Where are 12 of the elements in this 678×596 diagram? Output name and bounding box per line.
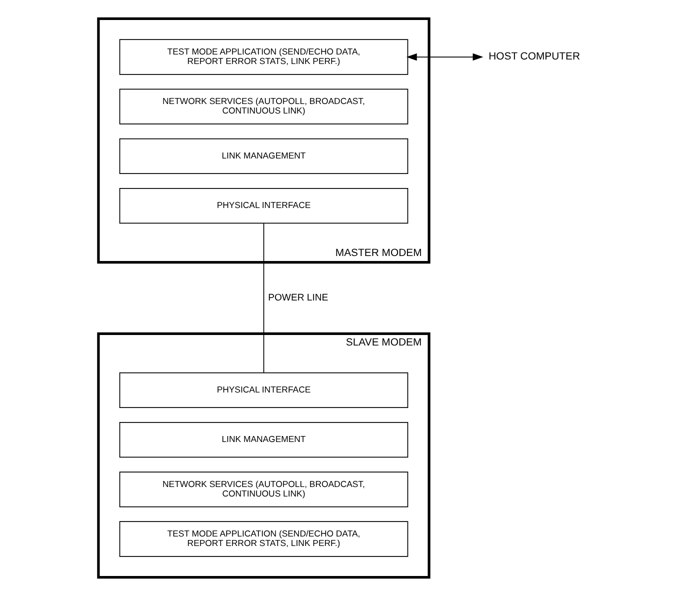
connector [263,223,264,373]
node-box: PHYSICAL INTERFACE [119,372,408,408]
node-box: TEST MODE APPLICATION (SEND/ECHO DATA, REPORT ERROR STATS, LINK PERF.) [119,39,408,75]
node-box: LINK MANAGEMENT [119,422,408,458]
node-box: NETWORK SERVICES (AUTOPOLL, BROADCAST, CONTINUOUS LINK) [119,472,408,508]
node-box: LINK MANAGEMENT [119,138,408,174]
node-box: PHYSICAL INTERFACE [119,188,408,224]
edge-label: POWER LINE [268,292,328,304]
node-text: HOST COMPUTER [488,52,580,63]
arrow [406,53,484,61]
node-box: TEST MODE APPLICATION (SEND/ECHO DATA, REPORT ERROR STATS, LINK PERF.) [119,521,408,557]
node-box: NETWORK SERVICES (AUTOPOLL, BROADCAST, CONTINUOUS LINK) [119,88,408,124]
